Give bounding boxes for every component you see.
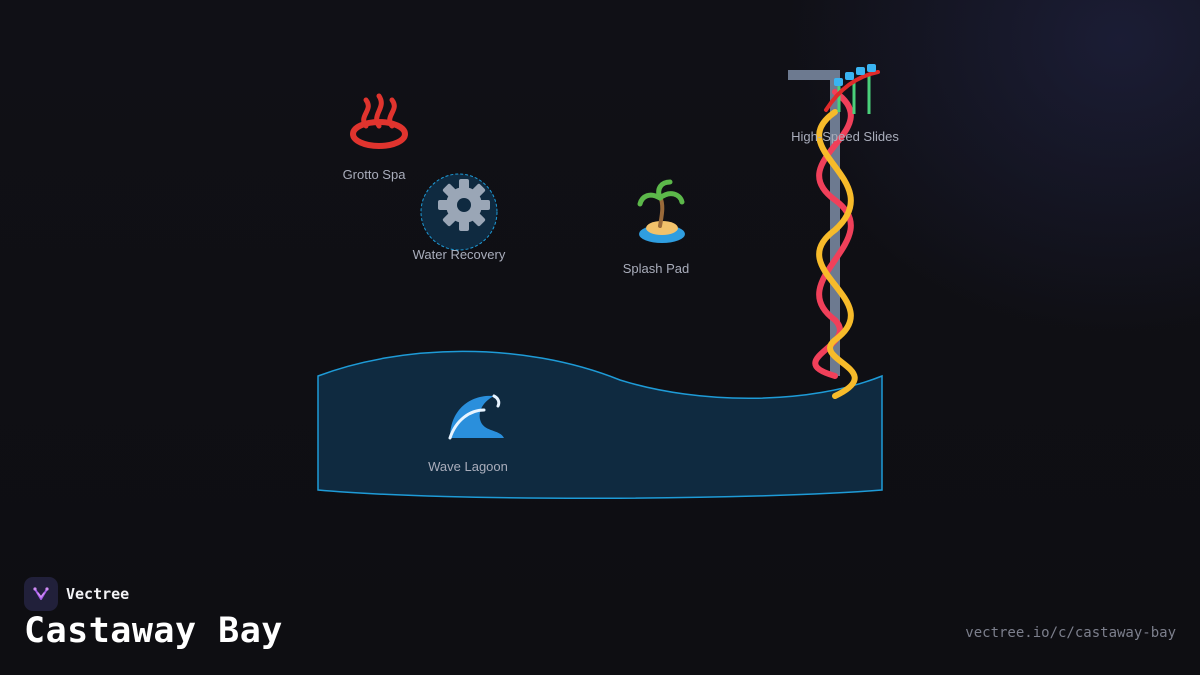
slide-yellow xyxy=(816,109,858,399)
vectree-logo-icon xyxy=(24,577,58,611)
hot-springs-icon xyxy=(350,93,408,149)
slide-red xyxy=(812,89,854,379)
wave-lagoon-label: Wave Lagoon xyxy=(428,459,508,474)
brand: Vectree xyxy=(24,577,129,611)
gear-icon xyxy=(438,179,490,231)
wave-icon xyxy=(448,394,504,440)
slide-tower xyxy=(830,74,840,376)
high-speed-slides-label: High-Speed Slides xyxy=(791,129,899,144)
water-recovery-label: Water Recovery xyxy=(412,247,506,262)
page-title: Castaway Bay xyxy=(24,611,283,651)
brand-name: Vectree xyxy=(66,585,130,603)
slide-tower-arm xyxy=(788,70,840,80)
splash-pad-label: Splash Pad xyxy=(622,261,690,276)
roller-coaster-icon xyxy=(824,64,880,114)
grotto-spa-label: Grotto Spa xyxy=(342,167,406,182)
page-url[interactable]: vectree.io/c/castaway-bay xyxy=(965,625,1176,641)
desert-island-icon xyxy=(637,179,685,243)
wave-lagoon-pool xyxy=(317,350,883,500)
